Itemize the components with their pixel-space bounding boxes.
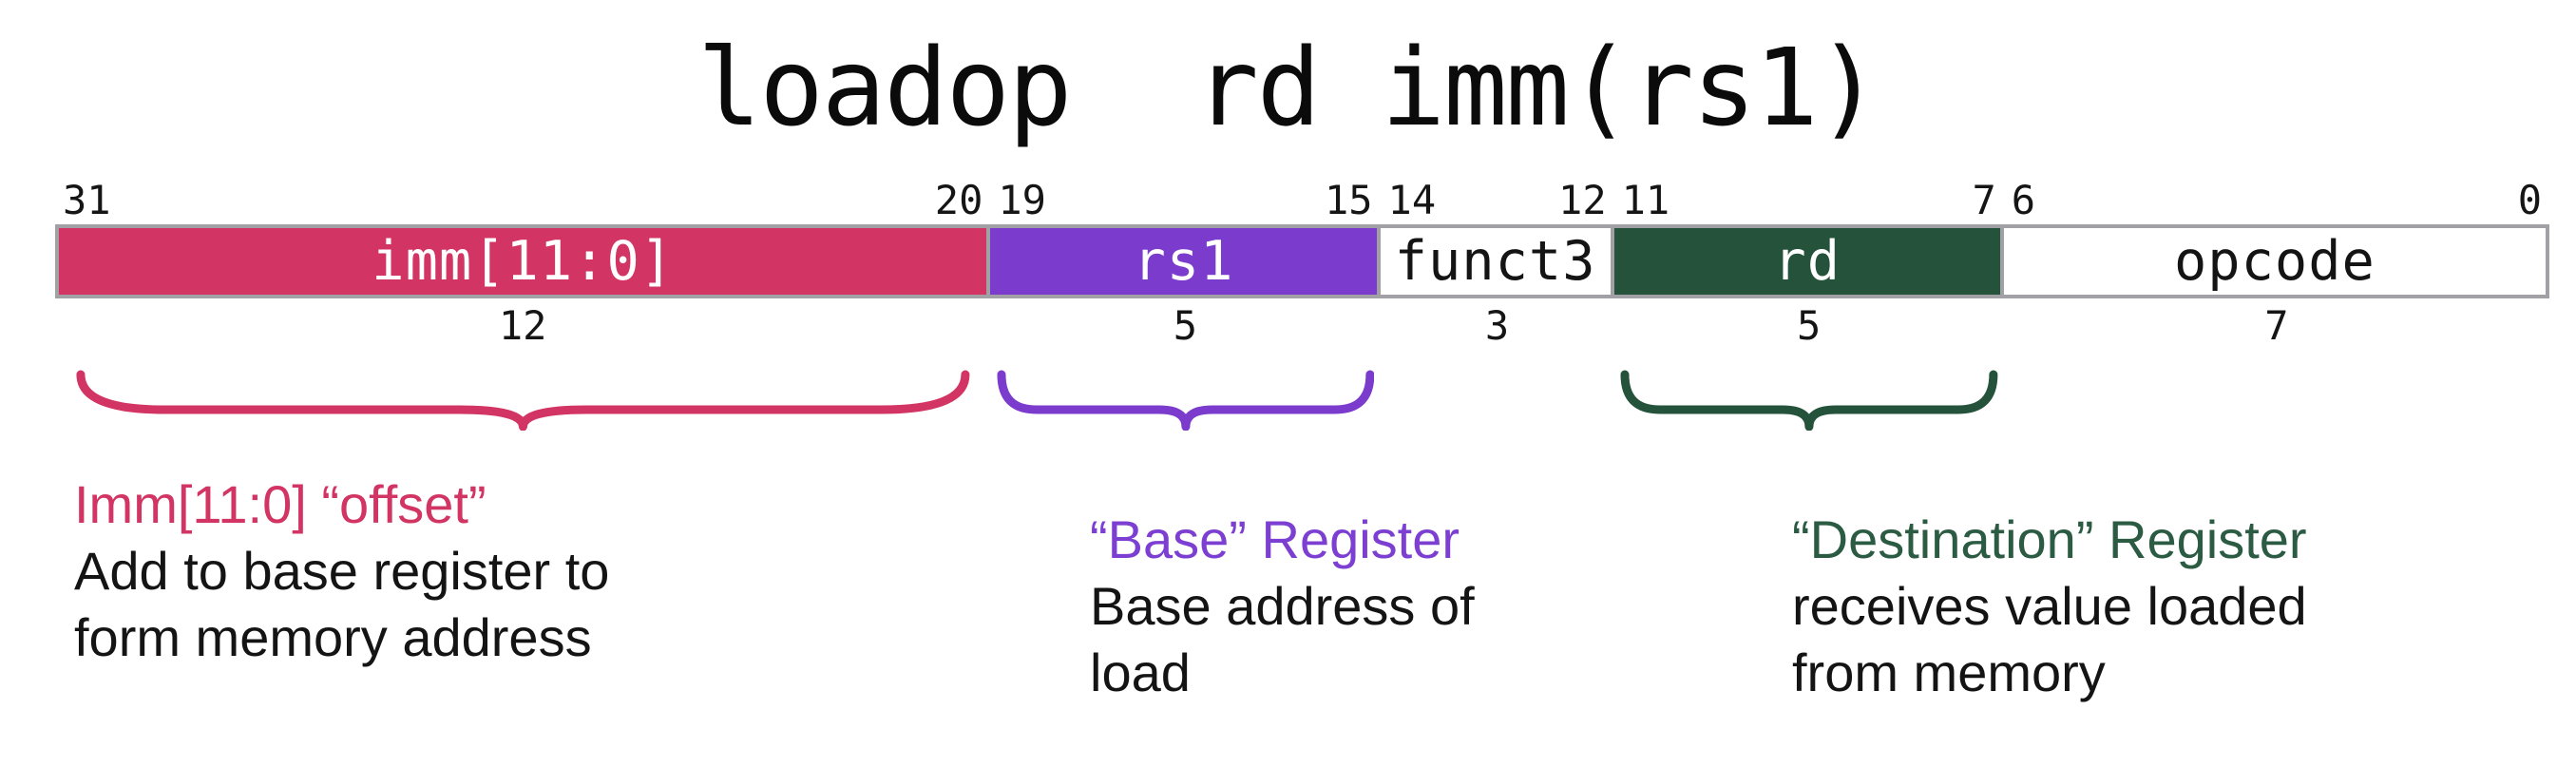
field-cell-opcode: opcode — [2003, 224, 2549, 299]
field-cell-funct3: funct3 — [1380, 224, 1614, 299]
bit-index-row: 19 15 — [990, 177, 1380, 224]
bit-index-hi: 14 — [1387, 177, 1437, 224]
field-width-label: 3 — [1484, 302, 1510, 350]
underbrace-imm — [55, 370, 990, 431]
annotation-rs1-body: Base address of load — [1090, 576, 1475, 702]
bit-index-lo: 20 — [934, 177, 983, 224]
underbrace-rd — [1614, 370, 2004, 431]
field-width-label: 5 — [1173, 302, 1198, 350]
field-column-funct3: 14 12 funct3 3 — [1380, 177, 1614, 431]
annotation-imm-heading: Imm[11:0] “offset” — [74, 474, 487, 534]
bit-index-hi: 19 — [998, 177, 1046, 224]
bit-index-lo: 0 — [2517, 177, 2542, 224]
bit-index-lo: 15 — [1324, 177, 1373, 224]
field-cell-rs1: rs1 — [990, 224, 1381, 299]
annotation-imm: Imm[11:0] “offset” Add to base register … — [74, 471, 609, 671]
bit-index-hi: 11 — [1621, 177, 1670, 224]
field-column-imm: 31 20 imm[11:0] 12 — [55, 177, 991, 431]
field-width-label: 7 — [2264, 302, 2289, 350]
page-title: loadop rd imm(rs1) — [696, 27, 1880, 150]
bit-index-lo: 12 — [1558, 177, 1607, 224]
field-width-label: 12 — [498, 302, 547, 350]
field-column-rd: 11 7 rd 5 — [1613, 177, 2004, 431]
field-column-rs1: 19 15 rs1 5 — [990, 177, 1381, 431]
underbrace-rs1 — [990, 370, 1380, 431]
bit-index-row: 14 12 — [1381, 177, 1614, 224]
annotation-rd-body: receives value loaded from memory — [1792, 576, 2307, 702]
annotation-rd-heading: “Destination” Register — [1792, 509, 2307, 569]
field-width-label: 5 — [1797, 302, 1822, 350]
field-column-opcode: 6 0 opcode 7 — [2003, 177, 2549, 431]
bit-index-row: 11 7 — [1614, 177, 2004, 224]
bit-index-row: 6 0 — [2004, 177, 2549, 224]
bit-index-row: 31 20 — [55, 177, 990, 224]
annotation-rs1: “Base” Register Base address of load — [1090, 507, 1475, 706]
annotation-rs1-heading: “Base” Register — [1090, 509, 1460, 569]
annotation-rd: “Destination” Register receives value lo… — [1792, 507, 2307, 706]
bit-index-hi: 6 — [2011, 177, 2036, 224]
field-cell-rd: rd — [1613, 224, 2004, 299]
field-cell-imm: imm[11:0] — [55, 224, 991, 299]
bit-index-lo: 7 — [1972, 177, 1996, 224]
annotation-imm-body: Add to base register to form memory addr… — [74, 541, 610, 667]
bitfield-table: 31 20 imm[11:0] 12 19 15 rs1 5 — [55, 177, 2549, 431]
bit-index-hi: 31 — [63, 177, 111, 224]
